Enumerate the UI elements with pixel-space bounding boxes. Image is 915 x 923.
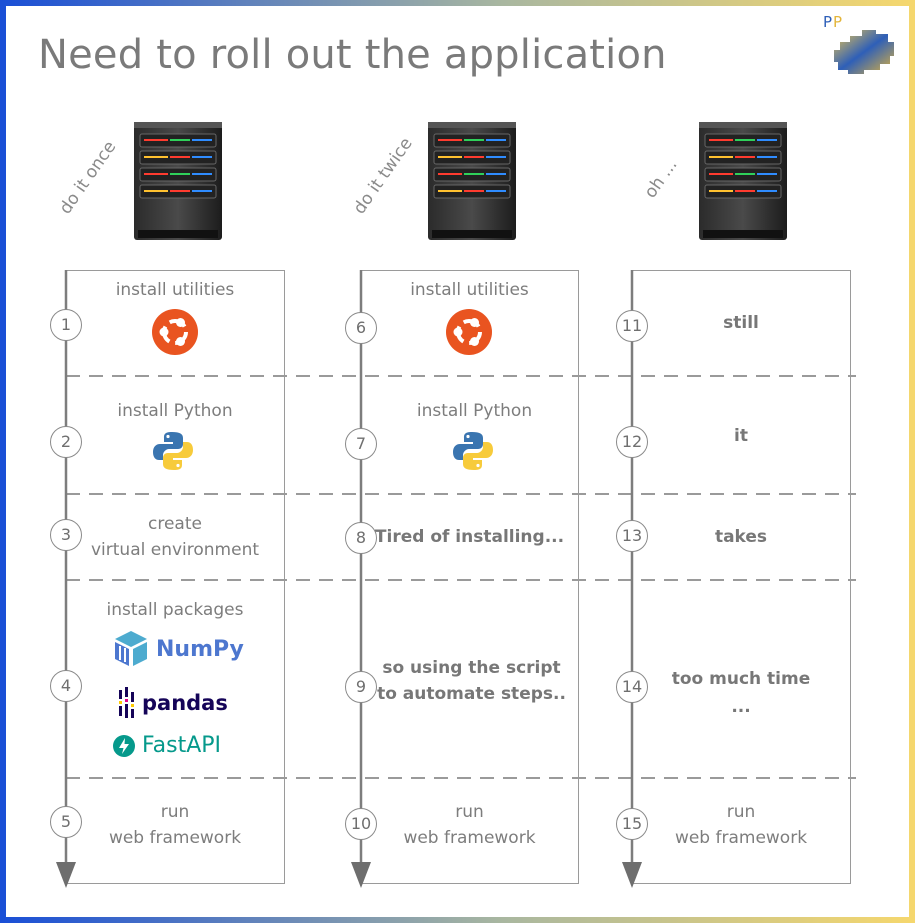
library-name: pandas — [142, 691, 228, 715]
step-label: install Python — [416, 401, 533, 421]
page-title: Need to roll out the application — [38, 32, 667, 78]
numpy-icon — [115, 631, 147, 666]
step-label: takes — [714, 527, 768, 547]
step-label: virtual environment — [90, 540, 260, 560]
step-label: to automate steps.. — [377, 684, 566, 704]
step-label: still — [723, 313, 759, 333]
step-number: 13 — [616, 520, 648, 552]
step-label: ... — [731, 697, 751, 717]
numpy-logo: NumPy — [112, 630, 244, 668]
step-label: install Python — [117, 401, 233, 421]
step-label: Tired of installing... — [374, 527, 565, 547]
pandas-icon — [119, 687, 134, 718]
step-label: install utilities — [115, 280, 235, 300]
step-number: 1 — [50, 309, 82, 341]
column-box — [361, 270, 579, 884]
column-box — [632, 270, 851, 884]
python-icon — [453, 432, 493, 470]
pandas-logo: pandas — [118, 686, 228, 720]
step-number: 4 — [50, 670, 82, 702]
python-icon — [153, 432, 193, 470]
step-label: it — [734, 426, 748, 446]
ubuntu-icon — [152, 309, 198, 355]
fastapi-logo: FastAPI — [112, 733, 221, 758]
step-label: so using the script — [382, 658, 561, 678]
step-label: install packages — [106, 600, 244, 620]
step-label: run — [455, 802, 484, 822]
step-number: 10 — [345, 808, 377, 840]
step-number: 11 — [616, 310, 648, 342]
svg-text:P: P — [833, 13, 842, 31]
step-label: install utilities — [410, 280, 529, 300]
step-number: 7 — [345, 428, 377, 460]
step-label: run — [160, 802, 190, 822]
column-box — [66, 270, 285, 884]
step-number: 6 — [345, 312, 377, 344]
step-label: run — [726, 802, 756, 822]
pp-logo: P P — [818, 10, 903, 82]
library-name: NumPy — [156, 636, 244, 662]
step-number: 14 — [616, 671, 648, 703]
step-number: 9 — [345, 671, 377, 703]
ubuntu-icon — [446, 309, 492, 355]
svg-text:P: P — [823, 13, 832, 31]
fastapi-icon — [113, 734, 135, 757]
library-name: FastAPI — [142, 733, 222, 758]
step-number: 15 — [616, 808, 648, 840]
step-number: 2 — [50, 426, 82, 458]
step-number: 8 — [345, 522, 377, 554]
step-label: web framework — [674, 828, 808, 848]
step-number: 3 — [50, 519, 82, 551]
step-label: too much time — [671, 669, 811, 689]
step-label: create — [148, 514, 202, 534]
step-number: 12 — [616, 426, 648, 458]
step-number: 5 — [50, 806, 82, 838]
step-label: web framework — [108, 828, 242, 848]
step-label: web framework — [403, 828, 536, 848]
